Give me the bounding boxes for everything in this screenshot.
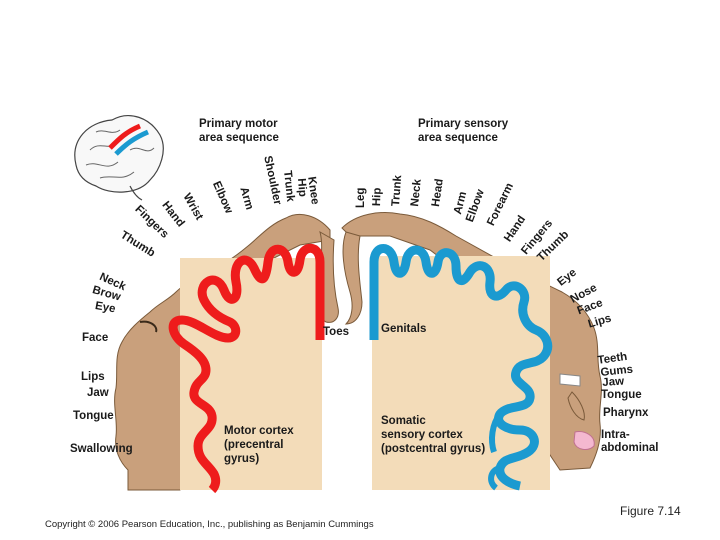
sensory-label-genitals: Genitals — [381, 323, 427, 335]
brain-inset-icon — [74, 115, 164, 201]
sensory-label-intra: Intra- — [601, 429, 630, 441]
copyright-notice: Copyright © 2006 Pearson Education, Inc.… — [45, 519, 374, 530]
motor-cortex-line3: gyrus) — [224, 453, 260, 465]
sensory-cortex-line1: Somatic — [381, 415, 426, 427]
sensory-label-jaw: Jaw — [601, 375, 625, 389]
sensory-cortex-line3: (postcentral gyrus) — [381, 443, 486, 455]
sensory-label-tongue: Tongue — [601, 389, 642, 401]
motor-label-jaw: Jaw — [87, 387, 109, 399]
motor-cortex-line2: (precentral — [224, 439, 284, 451]
motor-label-toes: Toes — [323, 326, 349, 338]
sensory-label-abdominal: abdominal — [601, 442, 659, 454]
motor-label-hip: Hip — [295, 177, 309, 198]
motor-label-swallowing: Swallowing — [70, 443, 133, 455]
motor-area-title: Primary motor area sequence — [199, 117, 279, 145]
sensory-area-title: Primary sensory area sequence — [418, 117, 508, 145]
motor-cortex-ribbon — [168, 243, 325, 494]
sensory-title-line1: Primary sensory — [418, 118, 509, 130]
motor-label-lips: Lips — [81, 371, 105, 383]
sensory-title-line2: area sequence — [418, 132, 498, 144]
sensory-label-trunk: Trunk — [390, 174, 405, 207]
motor-cortex-line1: Motor cortex — [224, 425, 294, 437]
motor-cortex-label: Motor cortex (precentral gyrus) — [224, 424, 294, 466]
sensory-cortex-ribbon — [369, 244, 553, 491]
motor-label-face: Face — [82, 332, 109, 344]
sensory-label-pharynx: Pharynx — [603, 407, 649, 419]
motor-title-line2: area sequence — [199, 132, 279, 144]
motor-label-tongue: Tongue — [73, 410, 114, 422]
sensory-label-hip: Hip — [371, 187, 384, 207]
sensory-label-leg: Leg — [355, 187, 367, 208]
motor-title-line1: Primary motor — [199, 118, 278, 130]
sensory-cortex-line2: sensory cortex — [381, 429, 463, 441]
motor-label-trunk: Trunk — [281, 169, 297, 203]
figure-number: Figure 7.14 — [620, 504, 681, 518]
sensory-cortex-label: Somatic sensory cortex (postcentral gyru… — [381, 414, 485, 456]
